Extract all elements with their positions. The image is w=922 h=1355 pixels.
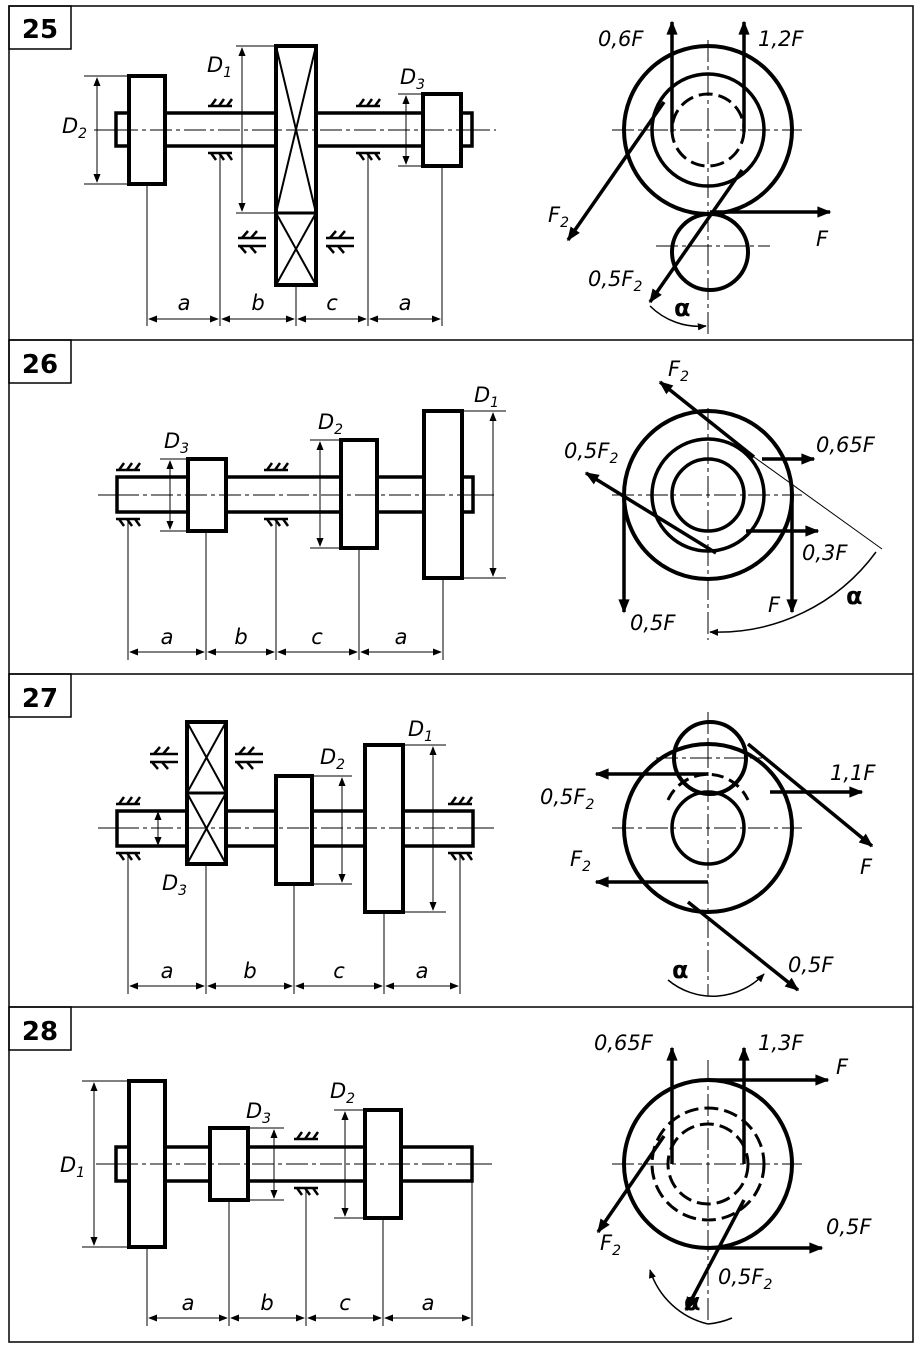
force-label: F2 bbox=[668, 357, 689, 385]
shaft-drawing bbox=[82, 1079, 492, 1326]
force-label: 1,2F bbox=[758, 27, 804, 51]
diameter-label: D1 bbox=[60, 1153, 85, 1181]
panel-number-box bbox=[8, 339, 72, 384]
force-diagram bbox=[594, 712, 874, 997]
span-label: a bbox=[395, 625, 408, 649]
pulley-d2 bbox=[274, 774, 314, 886]
diameter-label: D2 bbox=[320, 745, 345, 773]
force-label: 1,3F bbox=[758, 1031, 804, 1055]
span-label: a bbox=[399, 291, 412, 315]
span-label: c bbox=[333, 959, 345, 983]
force-label: 0,6F bbox=[598, 27, 644, 51]
span-label: b bbox=[260, 1291, 273, 1315]
span-label: b bbox=[243, 959, 256, 983]
span-label: b bbox=[251, 291, 264, 315]
panel-number: 28 bbox=[22, 1017, 58, 1047]
diameter-label: D2 bbox=[330, 1079, 355, 1107]
force-diagram bbox=[584, 380, 883, 640]
force-label: 0,5F bbox=[788, 953, 834, 977]
span-label: a bbox=[416, 959, 429, 983]
force-label: F2 bbox=[570, 847, 591, 875]
diameter-label: D1 bbox=[408, 717, 433, 745]
angle-label: α bbox=[846, 582, 863, 610]
panel-27: 27 bbox=[8, 673, 876, 997]
diameter-label: D2 bbox=[318, 410, 343, 438]
force-label: F2 bbox=[548, 203, 569, 231]
force-label: F bbox=[860, 855, 873, 879]
angle-label: α bbox=[672, 956, 689, 984]
angle-label: α bbox=[684, 1288, 701, 1316]
panel-26: 26 bbox=[8, 339, 883, 660]
shaft-drawing bbox=[84, 44, 496, 326]
span-label: a bbox=[182, 1291, 195, 1315]
span-label: c bbox=[326, 291, 338, 315]
force-label: 0,3F bbox=[802, 541, 848, 565]
span-label: a bbox=[161, 959, 174, 983]
diameter-label: D1 bbox=[474, 383, 499, 411]
panel-number-box bbox=[8, 1006, 72, 1051]
span-label: a bbox=[161, 625, 174, 649]
diameter-label: D3 bbox=[164, 429, 189, 457]
panel-number: 27 bbox=[22, 684, 58, 714]
force-label: 0,5F2 bbox=[718, 1265, 773, 1293]
force-diagram bbox=[596, 1046, 830, 1325]
panel-number-box bbox=[8, 673, 72, 718]
panel-25: 25 bbox=[8, 5, 832, 335]
force-label: 0,5F2 bbox=[588, 267, 643, 295]
panel-number-box bbox=[8, 5, 72, 50]
force-label: F bbox=[816, 227, 829, 251]
diameter-label: D2 bbox=[62, 114, 87, 142]
force-label: F2 bbox=[600, 1231, 621, 1259]
force-label: 0,5F bbox=[630, 611, 676, 635]
angle-label: α bbox=[674, 294, 691, 322]
panel-number: 25 bbox=[22, 15, 58, 45]
span-label: a bbox=[178, 291, 191, 315]
force-label: 0,5F2 bbox=[564, 439, 619, 467]
force-label: F bbox=[768, 593, 781, 617]
gear bbox=[274, 44, 318, 287]
shaft-drawing bbox=[98, 409, 506, 660]
force-label: 0,65F bbox=[594, 1031, 654, 1055]
span-label: c bbox=[339, 1291, 351, 1315]
pulley-d2 bbox=[339, 438, 379, 550]
diameter-label: D3 bbox=[246, 1099, 271, 1127]
force-diagram bbox=[566, 20, 832, 335]
shaft-drawing bbox=[98, 720, 494, 994]
diameter-label: D1 bbox=[207, 53, 232, 81]
span-label: c bbox=[311, 625, 323, 649]
span-label: a bbox=[422, 1291, 435, 1315]
force-label: 0,5F2 bbox=[540, 785, 595, 813]
diameter-label: D3 bbox=[400, 65, 425, 93]
panel-28: 28 bbox=[8, 1006, 872, 1326]
diameter-label: D3 bbox=[162, 871, 187, 899]
force-label: 0,65F bbox=[816, 433, 876, 457]
force-label: F bbox=[836, 1055, 849, 1079]
force-label: 1,1F bbox=[830, 761, 876, 785]
span-label: b bbox=[234, 625, 247, 649]
force-label: 0,5F bbox=[826, 1215, 872, 1239]
panel-number: 26 bbox=[22, 350, 58, 380]
